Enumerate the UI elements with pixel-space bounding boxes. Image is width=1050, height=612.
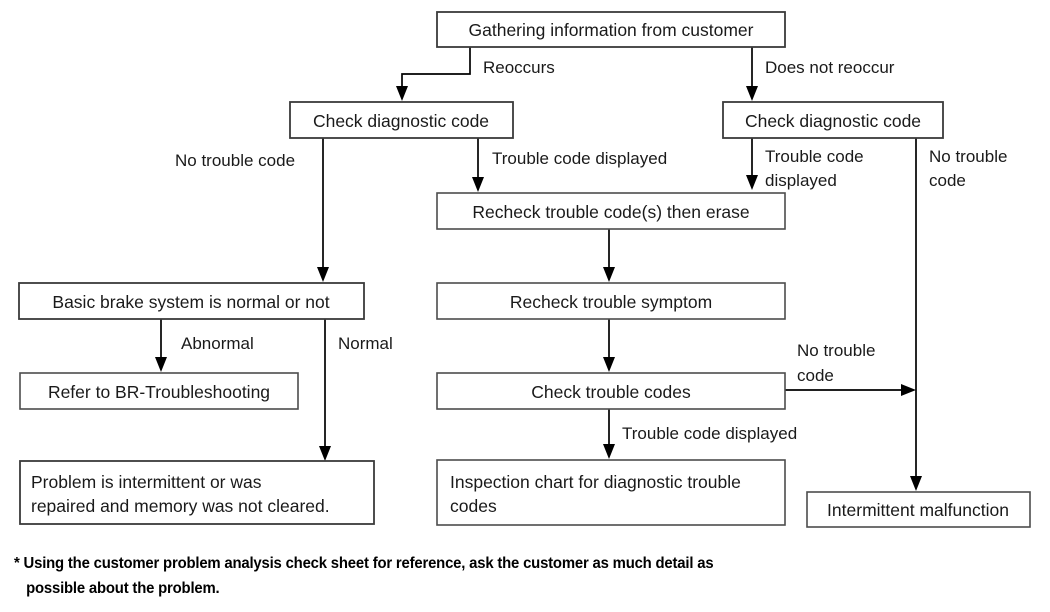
node-recheck-trouble-symptom-label: Recheck trouble symptom <box>510 292 712 312</box>
edge-reoccurs-line <box>401 47 471 88</box>
footnote-line-1: * Using the customer problem analysis ch… <box>14 555 714 572</box>
node-inspection-chart-box[interactable] <box>436 459 786 526</box>
edge-label-does-not-reoccur: Does not reoccur <box>765 58 895 77</box>
node-gathering-information-box[interactable] <box>436 11 786 48</box>
edge-label-reoccurs: Reoccurs <box>483 58 555 77</box>
edge-label-no-trouble-code-right-line1: No trouble <box>929 147 1007 166</box>
edge-does-not-reoccur-arrowhead <box>746 86 758 101</box>
edge-no-trouble-code-left-arrowhead <box>317 267 329 282</box>
edge-no-trouble-code-right: No trouble code <box>910 138 1007 491</box>
node-inspection-chart-label-line2: codes <box>450 496 497 516</box>
node-problem-intermittent-label-line2: repaired and memory was not cleared. <box>31 496 330 516</box>
node-refer-br-troubleshooting-box[interactable] <box>19 372 299 410</box>
node-check-trouble-codes-box[interactable] <box>436 372 786 410</box>
node-basic-brake-system-box[interactable] <box>18 282 365 320</box>
node-intermittent-malfunction[interactable]: Intermittent malfunction <box>806 491 1031 528</box>
edge-abnormal: Abnormal <box>155 319 254 372</box>
node-check-diagnostic-code-right-label: Check diagnostic code <box>745 111 921 131</box>
node-check-diagnostic-code-left[interactable]: Check diagnostic code <box>289 101 514 139</box>
edge-reoccurs-arrowhead <box>396 86 408 101</box>
edge-trouble-code-displayed-mid-arrowhead <box>603 444 615 459</box>
node-intermittent-malfunction-label: Intermittent malfunction <box>827 500 1009 520</box>
node-check-diagnostic-code-right[interactable]: Check diagnostic code <box>722 101 944 139</box>
edge-label-no-trouble-code-mid-line2: code <box>797 366 834 385</box>
node-recheck-trouble-symptom-box[interactable] <box>436 282 786 320</box>
node-recheck-trouble-codes-erase-label: Recheck trouble code(s) then erase <box>472 202 749 222</box>
node-check-trouble-codes-label: Check trouble codes <box>531 382 691 402</box>
node-recheck-trouble-symptom[interactable]: Recheck trouble symptom <box>436 282 786 320</box>
edge-abnormal-arrowhead <box>155 357 167 372</box>
edge-recheck-to-symptom <box>603 229 615 282</box>
edge-normal-arrowhead <box>319 446 331 461</box>
node-recheck-trouble-codes-erase[interactable]: Recheck trouble code(s) then erase <box>436 192 786 230</box>
node-check-diagnostic-code-left-label: Check diagnostic code <box>313 111 489 131</box>
edge-reoccurs: Reoccurs <box>396 47 555 101</box>
edge-label-abnormal: Abnormal <box>181 334 254 353</box>
edge-normal: Normal <box>319 319 393 461</box>
edge-symptom-to-check-codes <box>603 319 615 372</box>
node-refer-br-troubleshooting-label: Refer to BR-Troubleshooting <box>48 382 270 402</box>
edge-trouble-code-displayed-right: Trouble code displayed <box>746 138 864 190</box>
edge-label-no-trouble-code-left: No trouble code <box>175 151 295 170</box>
edge-does-not-reoccur: Does not reoccur <box>746 47 895 101</box>
edge-trouble-code-displayed-right-arrowhead <box>746 175 758 190</box>
node-recheck-trouble-codes-erase-box[interactable] <box>436 192 786 230</box>
node-inspection-chart[interactable]: Inspection chart for diagnostic trouble … <box>436 459 786 526</box>
edge-no-trouble-code-right-arrowhead <box>910 476 922 491</box>
node-check-diagnostic-code-right-box[interactable] <box>722 101 944 139</box>
edge-label-no-trouble-code-right-line2: code <box>929 171 966 190</box>
node-basic-brake-system-label: Basic brake system is normal or not <box>52 292 329 312</box>
node-problem-intermittent-label-line1: Problem is intermittent or was <box>31 472 262 492</box>
edge-recheck-to-symptom-arrowhead <box>603 267 615 282</box>
edge-no-trouble-code-left: No trouble code <box>175 138 329 282</box>
node-inspection-chart-label-line1: Inspection chart for diagnostic trouble <box>450 472 741 492</box>
node-problem-intermittent[interactable]: Problem is intermittent or was repaired … <box>19 460 375 525</box>
footnote-line-2: possible about the problem. <box>26 580 220 597</box>
node-gathering-information[interactable]: Gathering information from customer <box>436 11 786 48</box>
node-basic-brake-system[interactable]: Basic brake system is normal or not <box>18 282 365 320</box>
node-check-trouble-codes[interactable]: Check trouble codes <box>436 372 786 410</box>
node-check-diagnostic-code-left-box[interactable] <box>289 101 514 139</box>
edge-label-trouble-code-displayed-left: Trouble code displayed <box>492 149 667 168</box>
node-refer-br-troubleshooting[interactable]: Refer to BR-Troubleshooting <box>19 372 299 410</box>
footnote: * Using the customer problem analysis ch… <box>14 551 963 601</box>
edge-label-trouble-code-displayed-right-line2: displayed <box>765 171 837 190</box>
edge-label-normal: Normal <box>338 334 393 353</box>
edge-no-trouble-code-mid: No trouble code <box>785 341 916 396</box>
node-intermittent-malfunction-box[interactable] <box>806 491 1031 528</box>
node-problem-intermittent-box[interactable] <box>19 460 375 525</box>
edge-trouble-code-displayed-left: Trouble code displayed <box>472 138 667 192</box>
edge-trouble-code-displayed-mid: Trouble code displayed <box>603 409 797 459</box>
node-gathering-information-label: Gathering information from customer <box>469 20 754 40</box>
edge-label-no-trouble-code-mid-line1: No trouble <box>797 341 875 360</box>
edge-no-trouble-code-mid-arrowhead <box>901 384 916 396</box>
edge-trouble-code-displayed-left-arrowhead <box>472 177 484 192</box>
edge-label-trouble-code-displayed-mid: Trouble code displayed <box>622 424 797 443</box>
edge-label-trouble-code-displayed-right-line1: Trouble code <box>765 147 864 166</box>
edge-symptom-to-check-codes-arrowhead <box>603 357 615 372</box>
